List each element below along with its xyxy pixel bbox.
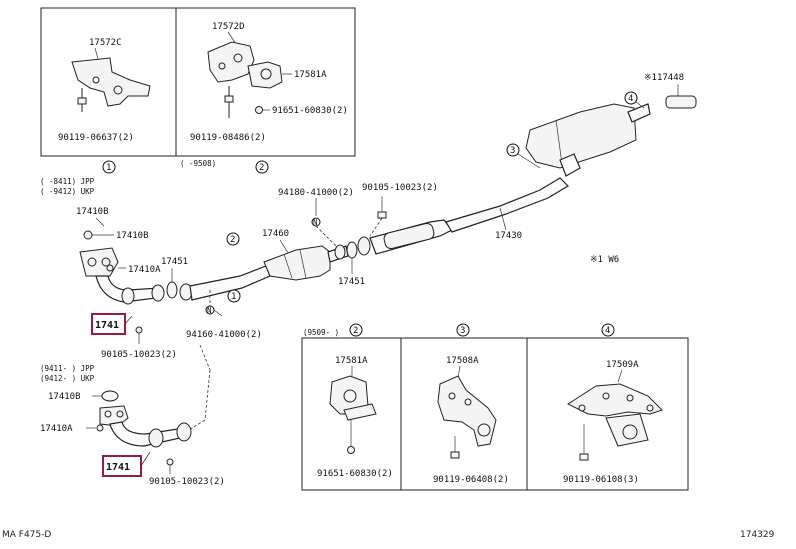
date-from-9509: (9509- ) [303,328,339,337]
label-17572C: 17572C [89,38,122,48]
bracket-17572C [71,57,151,107]
lower-left-assembly: (9411- ) JPP (9412- ) UKP 17410B 17410A … [40,344,225,487]
label-90119-06408: 90119-06408(2) [433,475,509,485]
top-middle-inset: 17572D 17581A 91651-60830(2) 90119-08486… [190,22,348,143]
label-bolt-top: 90105-10023(2) [362,183,438,193]
marker-3: 3 [510,146,515,156]
marker-1b: 1 [231,292,236,302]
label-17581A-top: 17581A [294,70,327,80]
marker-2-circle [255,160,269,174]
label-gasket-bottom: 94160-41000(2) [186,330,262,340]
top-inset-frame [40,7,356,157]
label-17508A: 17508A [446,356,479,366]
marker-1: 1 [106,163,111,173]
label-bolt-mid: 90105-10023(2) [101,350,177,360]
label-91651-60830-top: 91651-60830(2) [272,106,348,116]
marker-1-circle [102,160,116,174]
marker-4c-circle [601,323,615,337]
label-17451-left: 17451 [161,257,188,267]
marker-2b: 2 [230,235,235,245]
muffler [525,103,637,169]
marker-2: 2 [259,163,264,173]
bottom-inset-frame [301,337,689,491]
label-17460: 17460 [262,229,289,239]
bottom-right-inset: (9509- ) 2 3 4 17581A 91651-60830(2) 175… [301,323,689,491]
note-w6: ※1 W6 [590,255,619,265]
footer-right: 174329 [740,530,775,540]
label-17410B-lower: 17410B [48,392,81,402]
label-17410B-a: 17410B [76,207,109,217]
label-17444: ※117448 [644,73,684,83]
catalytic-converter [263,245,331,281]
label-17451-right: 17451 [338,277,365,287]
label-90119-06637: 90119-06637(2) [58,133,134,143]
marker-3c-circle [456,323,470,337]
label-17410A-lower: 17410A [40,424,73,434]
marker-3-circle [506,143,520,157]
marker-2b-circle [226,232,240,246]
front-flange [79,247,119,277]
bracket-17509A [566,383,663,417]
marker-2c-circle [349,323,363,337]
label-91651-60830-bottom: 91651-60830(2) [317,469,393,479]
label-90119-08486: 90119-08486(2) [190,133,266,143]
highlight-label-2: 1741 [106,462,130,473]
gasket-17451-right [346,241,358,259]
label-90119-06108: 90119-06108(3) [563,475,639,485]
marker-2c: 2 [353,326,358,336]
tail-tip [665,95,697,109]
highlight-label-1: 1741 [95,320,119,331]
svg-text:N: N [313,218,318,227]
marker-1b-circle [227,289,241,303]
label-17410A: 17410A [128,265,161,275]
note-ukp-top: ( -9412) UKP [40,187,95,196]
top-left-inset: 17572C 90119-06637(2) [40,7,356,157]
label-gasket-top: 94180-41000(2) [278,188,354,198]
footer-left: MA F475-D [2,530,52,540]
marker-4c: 4 [605,326,610,336]
date-to-9508: ( -9508) [180,159,216,168]
label-17572D: 17572D [212,22,245,32]
lower-front-pipe [109,421,185,447]
marker-3c: 3 [460,326,465,336]
note-jpp-bottom: (9411- ) JPP [40,364,95,373]
label-bolt-lower: 90105-10023(2) [149,477,225,487]
svg-text:N: N [207,306,212,315]
label-17430: 17430 [495,231,522,241]
label-17509A: 17509A [606,360,639,370]
main-assembly: ( -8411) JPP ( -9412) UKP 17410B 17410B … [40,73,697,360]
marker-4-circle [624,91,638,105]
note-ukp-bottom: (9412- ) UKP [40,374,95,383]
note-jpp-top: ( -8411) JPP [40,177,95,186]
marker-4: 4 [628,94,633,104]
gasket-17451-left [166,281,178,299]
bracket-17572D [207,41,255,83]
label-17410B-b: 17410B [116,231,149,241]
label-17581A-bottom: 17581A [335,356,368,366]
